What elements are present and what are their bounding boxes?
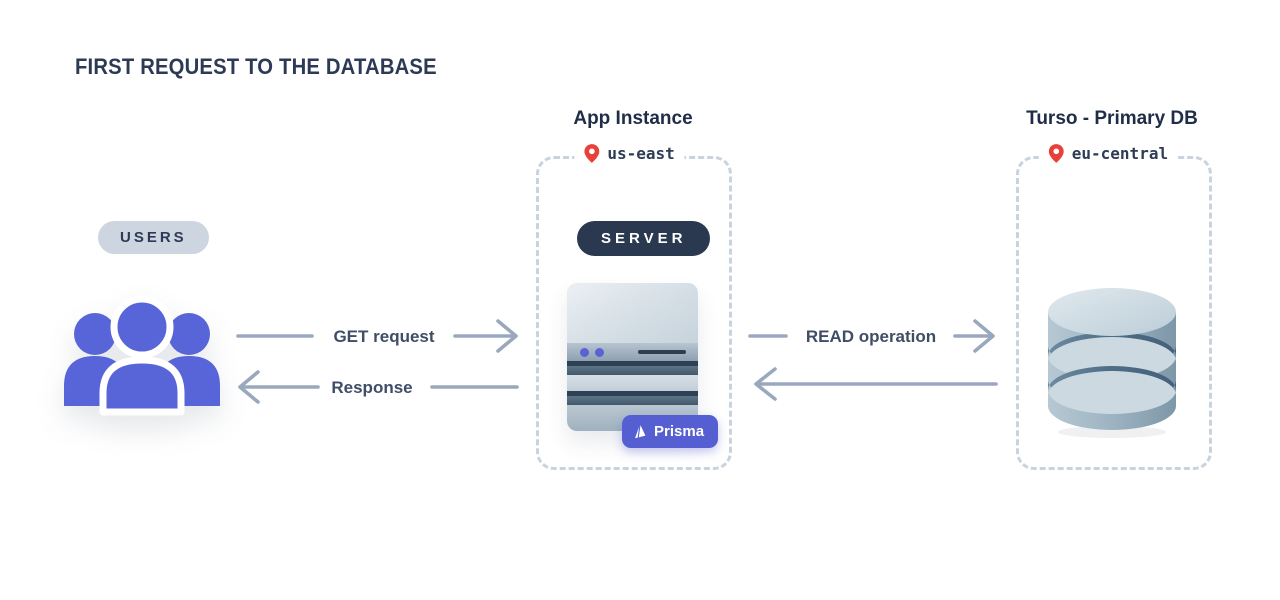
app-instance-title: App Instance <box>573 108 693 129</box>
location-pin-icon <box>1048 144 1064 163</box>
response-label: Response <box>331 378 413 397</box>
users-badge: USERS <box>98 221 209 254</box>
get-request-label: GET request <box>333 327 435 346</box>
page-title: FIRST REQUEST TO THE DATABASE <box>75 54 437 79</box>
prisma-label: Prisma <box>654 423 705 440</box>
users-group-icon <box>64 295 220 416</box>
server-led-icon <box>595 347 604 357</box>
location-pin-icon <box>584 144 600 163</box>
read-operation-label: READ operation <box>805 327 937 346</box>
app-region-text: us-east <box>607 144 675 163</box>
turso-db-box: eu-central <box>1016 144 1212 470</box>
app-instance-box: us-east <box>536 144 732 470</box>
database-cylinder-icon <box>1048 288 1176 438</box>
server-led-icon <box>580 347 589 357</box>
server-badge: SERVER <box>577 221 711 256</box>
server-slot-icon <box>638 350 686 354</box>
turso-db-title: Turso - Primary DB <box>1026 108 1198 129</box>
prisma-logo-icon <box>635 424 646 439</box>
prisma-badge: Prisma <box>622 415 719 448</box>
app-region-label: us-east <box>574 144 685 163</box>
db-region-text: eu-central <box>1071 144 1169 163</box>
db-region-label: eu-central <box>1038 144 1179 163</box>
server-stack-icon <box>567 283 698 431</box>
